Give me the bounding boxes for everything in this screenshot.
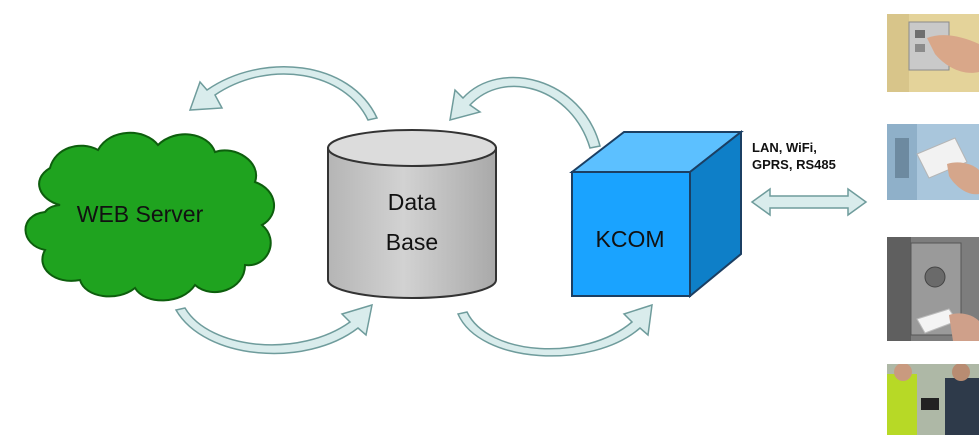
database-label-line2: Base — [386, 229, 438, 255]
database-cylinder: Data Base — [327, 129, 497, 299]
kcom-label: KCOM — [596, 226, 665, 252]
web-server-label: WEB Server — [77, 201, 204, 227]
photo-card-swipe — [887, 124, 979, 200]
arrow-kcom-to-db — [449, 76, 601, 149]
web-server-cloud: WEB Server — [24, 131, 276, 302]
arrow-db-to-kcom — [456, 303, 653, 357]
connection-label-line1: LAN, WiFi, — [752, 140, 817, 155]
bidirectional-arrow — [750, 187, 868, 217]
workers-handheld-photo-icon — [887, 364, 979, 435]
door-card-reader-photo-icon — [887, 237, 979, 341]
arrow-web-to-db — [174, 303, 373, 355]
card-swipe-photo-icon — [887, 124, 979, 200]
photo-workers — [887, 364, 979, 435]
database-label-line1: Data — [388, 189, 437, 215]
arrow-db-to-web — [188, 65, 379, 121]
kcom-cube: KCOM — [569, 129, 744, 299]
photo-door-reader — [887, 237, 979, 341]
keypad-hand-photo-icon — [887, 14, 979, 92]
photo-keypad — [887, 14, 979, 92]
connection-label-line2: GPRS, RS485 — [752, 157, 836, 172]
